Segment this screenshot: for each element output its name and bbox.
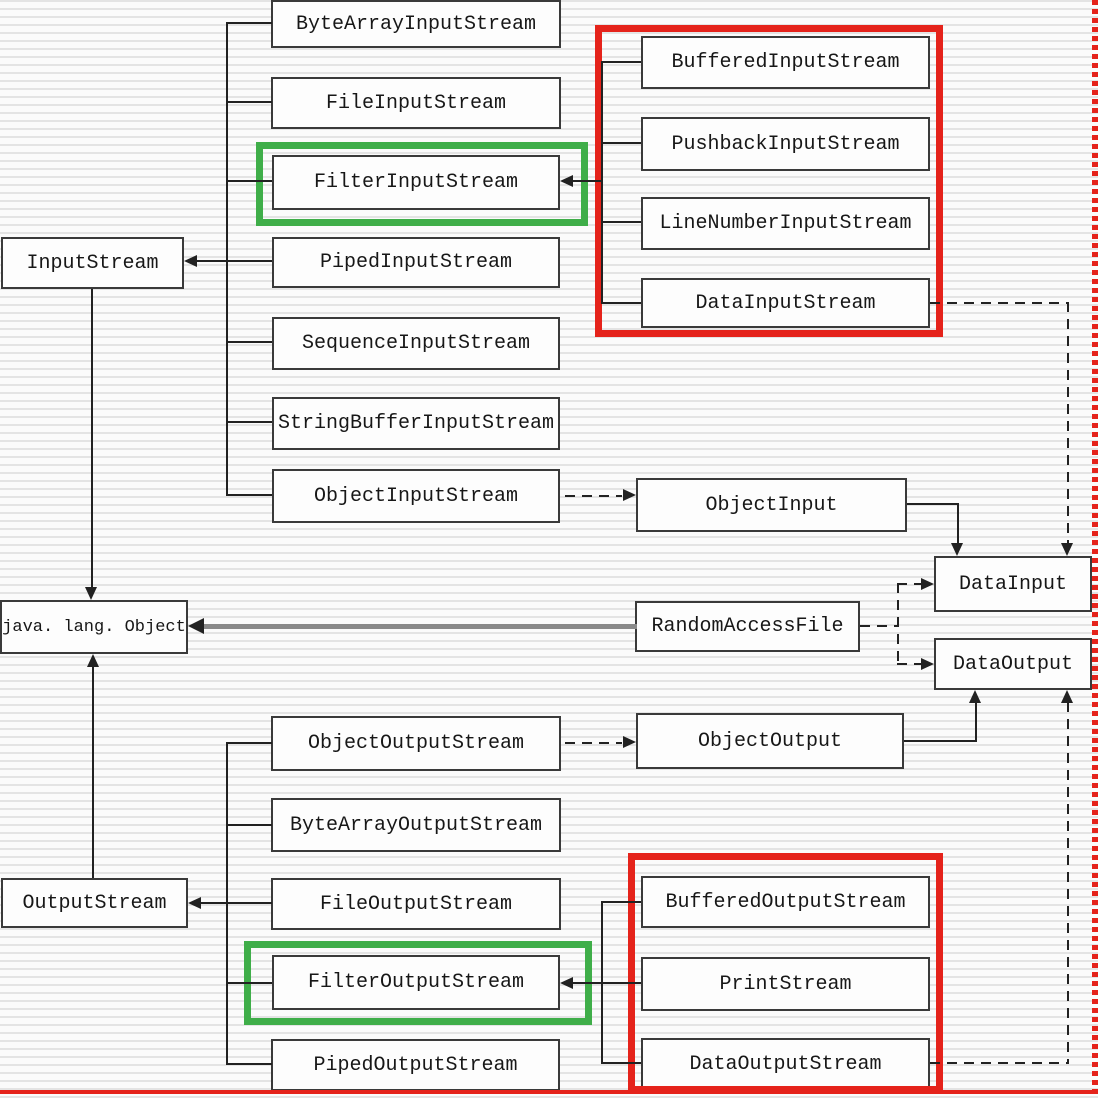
arrowhead-into-filter-input [560, 175, 573, 187]
class-box-output-stream: OutputStream [1, 878, 188, 928]
class-box-buffered-input-stream: BufferedInputStream [641, 36, 930, 89]
class-box-object-input-stream: ObjectInputStream [272, 469, 560, 523]
stub-buffered-input [601, 61, 641, 63]
stub-piped-output [226, 1063, 272, 1065]
stub-bytearray-input [226, 22, 272, 24]
dashed-to-datainput-left [897, 583, 921, 585]
stub-filter-output [226, 982, 272, 984]
line-to-outputstream [200, 902, 272, 904]
stub-bytearray-output [226, 824, 272, 826]
class-box-pushback-input-stream: PushbackInputStream [641, 117, 930, 171]
class-box-data-input-stream: DataInputStream [641, 278, 930, 328]
dashed-randomaccessfile-h [860, 625, 898, 627]
arrowhead-objectinput-into-datainput [951, 543, 963, 556]
class-box-filter-input-stream: FilterInputStream [272, 155, 560, 210]
class-box-object-output-stream: ObjectOutputStream [271, 716, 561, 771]
red-dashed-right-border [1092, 0, 1098, 1098]
line-to-filter-input [571, 180, 602, 182]
input-trunk-line [226, 22, 228, 496]
objectoutput-to-dataoutput-v [975, 702, 977, 742]
arrowhead-dashed-into-datainput-top [1061, 543, 1073, 556]
arrowhead-into-inputstream [184, 255, 197, 267]
objectinput-to-datainput-h [907, 503, 959, 505]
arrowhead-into-objectoutput [623, 736, 636, 748]
objectinput-to-datainput-v [957, 503, 959, 544]
stub-file-input [226, 101, 272, 103]
stub-sequence-input [226, 341, 272, 343]
stub-object-input-stream [226, 494, 272, 496]
input-subtrunk-line [601, 61, 603, 304]
class-box-buffered-output-stream: BufferedOutputStream [641, 876, 930, 928]
stub-data-input-stream [601, 302, 641, 304]
class-box-input-stream: InputStream [1, 237, 184, 289]
class-box-piped-input-stream: PipedInputStream [272, 237, 560, 288]
class-box-file-output-stream: FileOutputStream [271, 878, 561, 930]
dashed-dataoutputstream-exit-v [1067, 702, 1069, 1062]
inputstream-to-object-line [91, 289, 93, 589]
class-box-string-buffer-input-stream: StringBufferInputStream [272, 397, 560, 450]
dashed-to-dataoutput-left [897, 663, 921, 665]
stub-linenumber-input [601, 221, 641, 223]
class-box-filter-output-stream: FilterOutputStream [272, 955, 560, 1010]
class-box-print-stream: PrintStream [641, 957, 930, 1011]
arrowhead-into-objectinput [623, 489, 636, 501]
class-box-byte-array-output-stream: ByteArrayOutputStream [271, 798, 561, 852]
arrowhead-objectoutput-into-dataoutput [969, 690, 981, 703]
dashed-dataoutputstream-exit-h [930, 1062, 1069, 1064]
class-box-object-input: ObjectInput [636, 478, 907, 532]
arrowhead-into-dataoutput-left [921, 658, 934, 670]
line-to-filter-output [571, 982, 641, 984]
stub-object-output-stream [226, 742, 272, 744]
arrowhead-dashed-into-dataoutput-bottom [1061, 690, 1073, 703]
dashed-objectinputstream-to-objectinput [565, 495, 622, 497]
class-box-object-output: ObjectOutput [636, 713, 904, 769]
class-box-data-output-stream: DataOutputStream [641, 1038, 930, 1091]
class-box-random-access-file: RandomAccessFile [635, 601, 860, 652]
class-box-data-output: DataOutput [934, 638, 1092, 690]
stub-filter-input [226, 180, 272, 182]
stub-pushback-input [601, 142, 641, 144]
stub-stringbuffer-input [226, 421, 272, 423]
arrowhead-into-object-top [85, 587, 97, 600]
randomaccessfile-to-object-line [197, 624, 637, 629]
class-box-data-input: DataInput [934, 556, 1092, 612]
class-box-byte-array-input-stream: ByteArrayInputStream [271, 0, 561, 48]
objectoutput-to-dataoutput-h [904, 740, 977, 742]
dashed-datainputstream-exit-h [930, 302, 1069, 304]
stub-buffered-output [601, 901, 641, 903]
class-box-piped-output-stream: PipedOutputStream [271, 1039, 560, 1091]
class-box-line-number-input-stream: LineNumberInputStream [641, 197, 930, 250]
line-to-inputstream [196, 260, 272, 262]
arrowhead-into-filter-output [560, 977, 573, 989]
class-box-file-input-stream: FileInputStream [271, 77, 561, 129]
class-box-java-lang-object: java. lang. Object [0, 600, 188, 654]
dashed-datainputstream-exit-v [1067, 302, 1069, 544]
outputstream-to-object-line [92, 665, 94, 878]
arrowhead-into-datainput-left [921, 578, 934, 590]
arrowhead-into-object-bottom [87, 654, 99, 667]
dashed-objectoutputstream-to-objectoutput [565, 742, 622, 744]
arrowhead-into-object-right [188, 618, 204, 634]
dashed-randomaccessfile-v [897, 583, 899, 663]
arrowhead-into-outputstream [188, 897, 201, 909]
stub-data-output-stream [601, 1062, 641, 1064]
red-bottom-line [0, 1090, 1098, 1094]
class-box-sequence-input-stream: SequenceInputStream [272, 317, 560, 370]
